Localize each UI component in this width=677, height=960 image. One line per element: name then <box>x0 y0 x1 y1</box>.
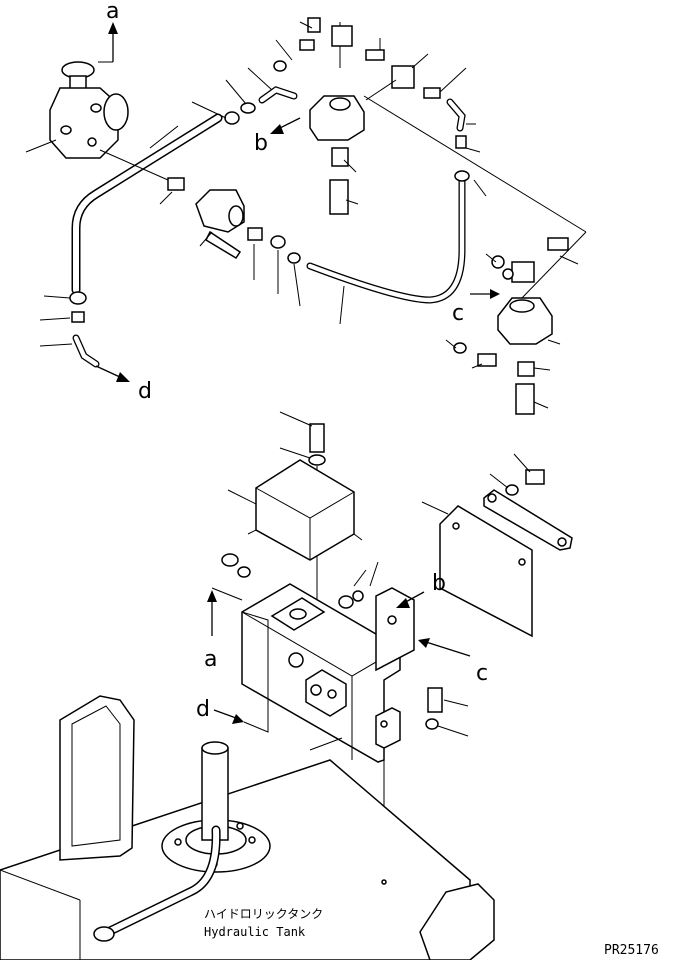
callout-a-bottom: a <box>204 590 217 672</box>
strap-link-shape <box>483 489 573 551</box>
regulator-port <box>103 93 129 131</box>
fitting-left-leader <box>39 317 71 321</box>
cube-block-top <box>331 25 353 47</box>
caption-english: Hydraulic Tank <box>204 925 306 939</box>
regulator-leader <box>25 139 57 153</box>
arrow-up-a-head <box>108 22 118 34</box>
relay-fitting-1 <box>331 147 349 167</box>
nut-bracket-left <box>221 553 239 567</box>
cover-box <box>227 459 363 561</box>
callout-c-top-label: c <box>452 301 464 326</box>
bolt-bracket-right-shaft <box>427 687 443 713</box>
connector-fitting <box>167 177 185 191</box>
washer-cover <box>308 454 326 466</box>
connector-right <box>547 237 569 251</box>
regulator-bolt-3 <box>87 137 97 147</box>
fitting-center-1 <box>247 227 263 241</box>
callout-a-top-label: a <box>106 0 119 24</box>
caption-japanese: ハイドロリックタンク <box>204 907 323 921</box>
air-pipe-leader <box>149 125 179 149</box>
nut-bracket-right <box>338 595 354 609</box>
gasket-panel-shape <box>439 505 533 638</box>
fittings-center <box>247 227 301 307</box>
callout-d-top: d <box>95 365 152 404</box>
tank-filler-frame <box>59 695 135 861</box>
connector-top <box>365 49 385 61</box>
gasket-panel <box>421 501 533 638</box>
washer-right <box>453 342 467 354</box>
bracket-grommet <box>288 652 304 668</box>
bracket-side-flange <box>375 587 415 672</box>
fitting-left <box>71 311 85 323</box>
relay-valve <box>309 95 365 215</box>
callout-d-top-label: d <box>138 379 152 404</box>
cover-box-shape <box>255 459 355 561</box>
callout-a-top: a <box>98 0 119 63</box>
nut-washer-left <box>221 553 251 578</box>
bolt-top-1 <box>307 17 321 33</box>
fittings-upper-right <box>363 53 587 233</box>
air-hose-center <box>306 170 470 325</box>
fitting-center-3 <box>287 252 301 264</box>
elbow-left-leader <box>39 343 73 347</box>
nipple-right <box>423 87 441 99</box>
washer-bracket-right <box>425 718 439 730</box>
washer-top <box>273 60 287 72</box>
relay-fitting-2 <box>329 179 349 215</box>
bolt-cover-shaft <box>309 423 325 453</box>
drawing-number: PR25176 <box>604 943 659 958</box>
callout-d-bottom: d <box>196 611 269 733</box>
connector-mid-left <box>99 149 185 205</box>
washer-strap <box>505 484 519 496</box>
regulator-body <box>49 87 119 159</box>
air-pipe-left <box>71 113 223 295</box>
nut-left-leader <box>43 295 71 299</box>
tee-fitting <box>391 65 415 89</box>
bolt-right <box>477 353 497 367</box>
fitting-center-2 <box>270 235 286 249</box>
bolt-strap <box>525 469 545 485</box>
callout-c-bottom-label: c <box>476 661 488 686</box>
fittings-right <box>445 231 587 415</box>
air-hose-leader <box>339 285 345 325</box>
callout-b-top: b <box>254 117 301 156</box>
top-hardware <box>273 17 385 72</box>
strap-link <box>483 453 573 551</box>
callout-b-bottom: b <box>396 571 446 608</box>
ball-valve-handle <box>205 230 242 260</box>
regulator-bolt-2 <box>90 103 102 113</box>
hydraulic-tank <box>0 695 495 960</box>
callout-c-top: c <box>452 289 500 326</box>
callout-c-bottom: c <box>418 638 488 686</box>
elbow-top-center <box>191 67 298 125</box>
callout-b-bottom-label: b <box>432 571 446 596</box>
nut-left <box>69 291 87 305</box>
callout-a-bottom-label: a <box>204 647 217 672</box>
fittings-left-lower <box>39 291 100 368</box>
bracket-block <box>305 669 347 717</box>
relay-valve-body <box>309 95 365 141</box>
mounting-bracket <box>211 561 415 763</box>
regulator-valve <box>25 61 129 159</box>
tank-caption: ハイドロリックタンク Hydraulic Tank <box>204 907 323 939</box>
ball-valve <box>195 189 245 260</box>
regulator-bolt-1 <box>60 125 72 135</box>
callout-d-bottom-label: d <box>196 697 210 722</box>
washer-bracket-left <box>237 566 251 578</box>
bolt-top-2 <box>299 39 315 51</box>
cube-block-right <box>511 261 535 283</box>
callout-b-top-label: b <box>254 131 268 156</box>
